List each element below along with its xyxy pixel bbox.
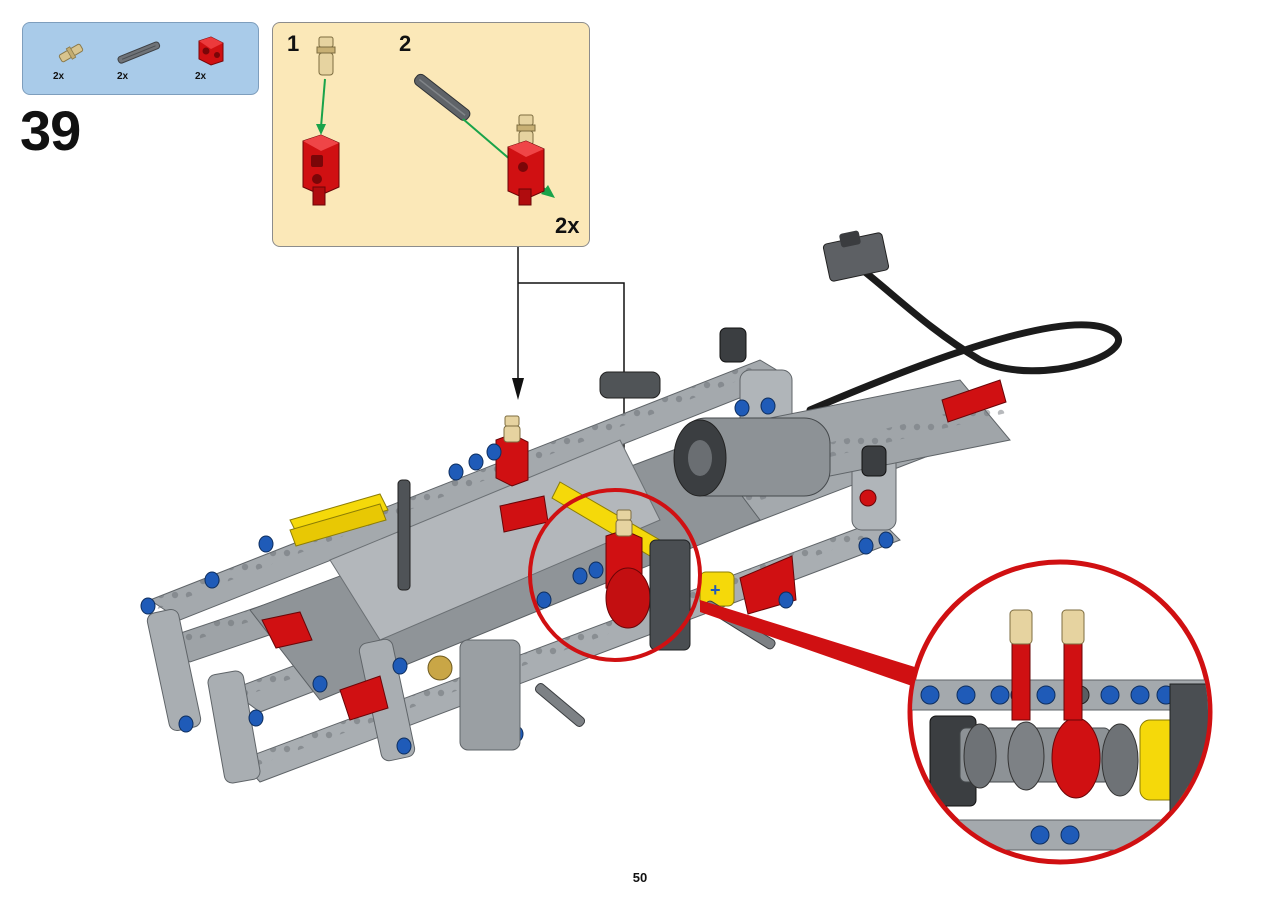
red-axle-connector-icon xyxy=(507,140,545,206)
tan-connector-pin-icon xyxy=(58,43,84,63)
part-tan-connector-pin: 2x xyxy=(51,31,101,91)
tan-connector-pins xyxy=(503,415,633,537)
sub-step-number: 1 xyxy=(287,31,300,56)
red-axle-connector-icon xyxy=(302,134,340,206)
red-axle-connector-icon xyxy=(198,36,224,66)
zoom-detail-inset: + xyxy=(907,559,1213,865)
svg-text:+: + xyxy=(710,580,721,600)
sub-step-number: 2 xyxy=(399,31,412,56)
part-quantity: 2x xyxy=(53,71,65,82)
yellow-beams: + xyxy=(289,481,735,607)
gray-axle-icon xyxy=(117,41,161,64)
highlight-circle xyxy=(528,488,702,662)
red-connectors xyxy=(261,379,1007,721)
motor xyxy=(673,417,831,497)
arrow-head-icon xyxy=(316,124,326,135)
tan-connector-pin-icon xyxy=(316,36,336,76)
part-quantity: 2x xyxy=(117,71,129,82)
step-number: 39 xyxy=(20,99,81,162)
part-red-axle-connector: 2x xyxy=(193,31,243,91)
zoom-pointer xyxy=(700,600,918,686)
sub-assembly-panel: 1 2 2x xyxy=(272,22,590,247)
axles xyxy=(397,327,887,751)
gray-axle-icon xyxy=(414,73,471,121)
sub-assembly-illustration xyxy=(302,36,555,206)
page-number: 50 xyxy=(632,870,648,885)
sensor-cable xyxy=(806,230,1122,414)
part-quantity: 2x xyxy=(195,71,207,82)
arrow-head-icon xyxy=(541,185,555,198)
blue-pins xyxy=(140,397,894,755)
assembly-arrow xyxy=(320,78,326,128)
tan-connector-pin-icon xyxy=(516,114,536,146)
part-gray-axle: 2x xyxy=(115,31,165,91)
parts-list-panel: 2x 2x 2x xyxy=(22,22,259,95)
sub-step-multiplier: 2x xyxy=(555,213,580,238)
callout-arrow-head-icon xyxy=(512,378,524,400)
